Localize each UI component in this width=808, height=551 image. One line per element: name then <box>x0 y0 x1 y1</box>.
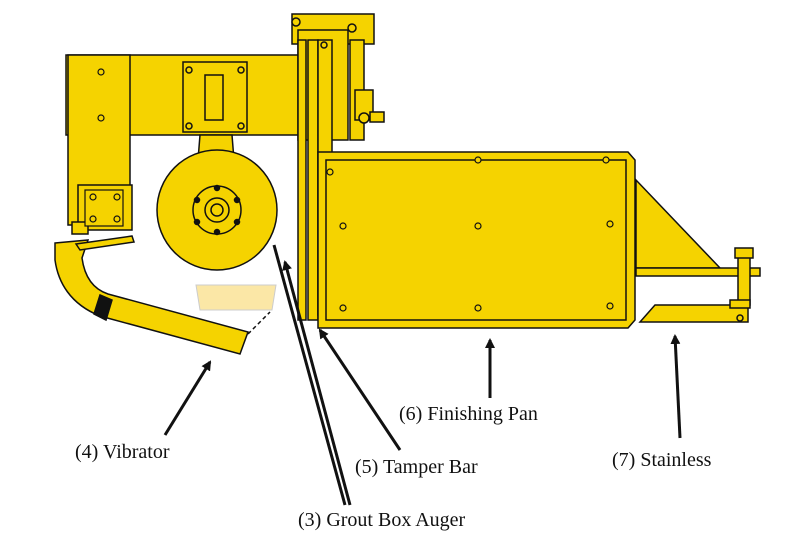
arrow-grout-box-auger-2 <box>272 244 347 506</box>
vibrator <box>54 235 271 355</box>
arrow-stainless <box>670 334 682 439</box>
left-leg-bolts <box>84 68 124 227</box>
finishing-pan-bolts <box>326 156 614 312</box>
rear-support <box>635 178 761 306</box>
label-stainless: (7) Stainless <box>612 449 712 471</box>
grout-box-auger-wheel <box>156 149 278 271</box>
grout-box <box>195 284 277 311</box>
label-tamper-bar: (5) Tamper Bar <box>355 456 478 478</box>
callout-arrows <box>163 244 682 506</box>
arrow-grout-box-auger <box>282 260 352 506</box>
label-finishing-pan: (6) Finishing Pan <box>399 403 538 425</box>
label-grout-box-auger: (3) Grout Box Auger <box>298 509 466 531</box>
arrow-tamper-bar <box>318 328 402 451</box>
arrow-vibrator <box>163 360 212 436</box>
stainless-plate <box>638 299 751 323</box>
label-vibrator: (4) Vibrator <box>75 441 170 463</box>
finishing-pan <box>317 151 636 329</box>
